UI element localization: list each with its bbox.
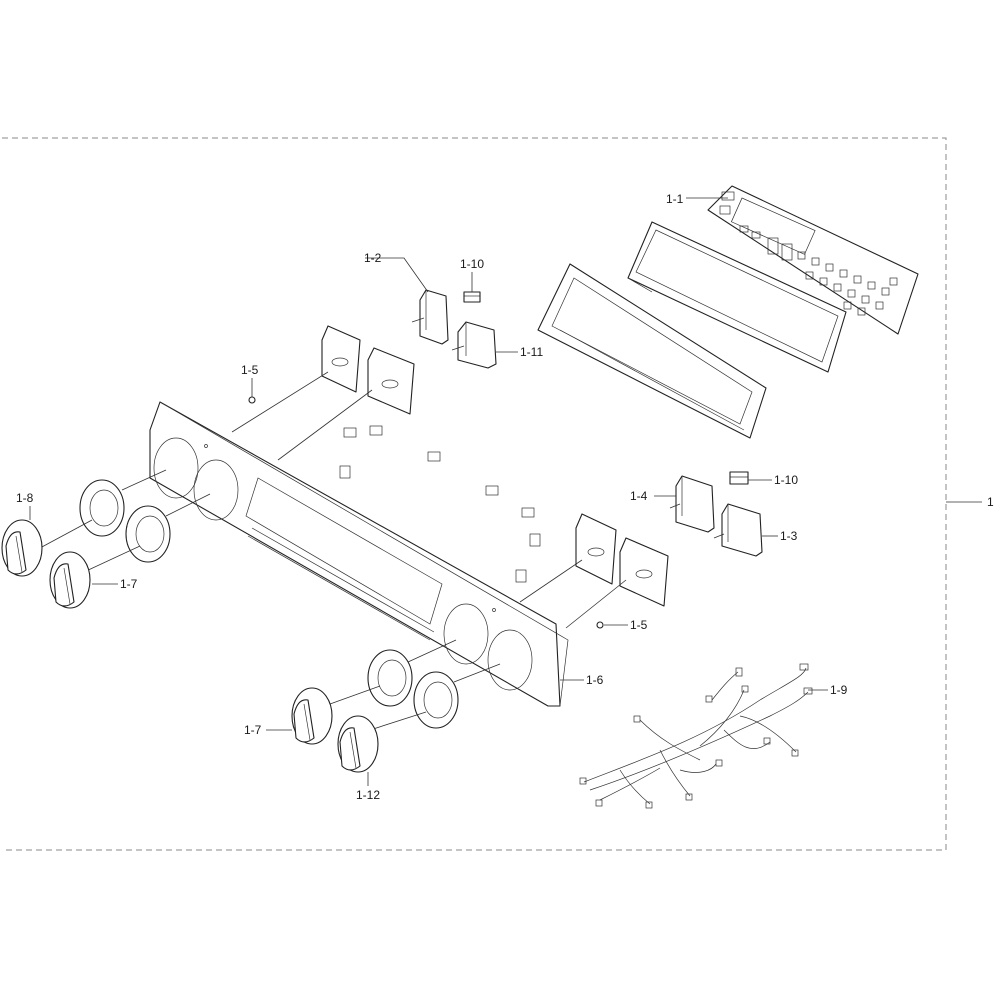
assembly-guide-lines [231, 371, 627, 629]
part-wire-harness-1-9 [579, 663, 813, 809]
part-bracket-upper-left [321, 325, 415, 415]
label-1-8: 1-8 [16, 491, 34, 505]
part-stud-1-5-upper [248, 396, 256, 404]
part-switch-1-2 [411, 289, 449, 345]
part-bezels-right [367, 649, 459, 729]
label-1-7-left: 1-7 [120, 577, 138, 591]
part-touch-overlay [707, 185, 919, 335]
label-1-10-right: 1-10 [774, 473, 798, 487]
label-1-4: 1-4 [630, 489, 648, 503]
part-knob-1-8 [1, 519, 43, 577]
part-connector-1-10-top [463, 291, 481, 303]
label-1-6: 1-6 [586, 673, 604, 687]
label-assembly: 1 [987, 495, 994, 509]
label-1-5-lower: 1-5 [630, 618, 648, 632]
label-1-3: 1-3 [780, 529, 798, 543]
knob-guide-lines [39, 469, 501, 731]
label-1-10-top: 1-10 [460, 257, 484, 271]
part-display-housing-rear [627, 221, 847, 373]
part-bezels-left [79, 479, 171, 563]
part-knob-1-7-left [49, 551, 91, 609]
label-1-11: 1-11 [520, 345, 543, 359]
part-knob-1-12 [337, 715, 379, 773]
part-connector-1-10-right [729, 471, 749, 485]
part-switch-1-3 [713, 503, 763, 557]
label-1-9: 1-9 [830, 683, 848, 697]
part-clips [339, 425, 541, 583]
label-1-2: 1-2 [364, 251, 382, 265]
part-bracket-lower-right [575, 513, 669, 607]
part-stud-1-5-lower [596, 621, 604, 629]
part-display-frame [537, 263, 767, 439]
part-control-panel-1-6 [149, 401, 569, 707]
part-switch-1-4 [669, 475, 715, 533]
assembly-boundary [2, 137, 947, 851]
label-1-7-right: 1-7 [244, 723, 262, 737]
label-1-5-upper: 1-5 [241, 363, 259, 377]
part-knob-1-7-right [291, 687, 333, 745]
label-1-1: 1-1 [666, 192, 684, 206]
label-1-12: 1-12 [356, 788, 380, 802]
part-switch-1-11 [451, 321, 497, 369]
